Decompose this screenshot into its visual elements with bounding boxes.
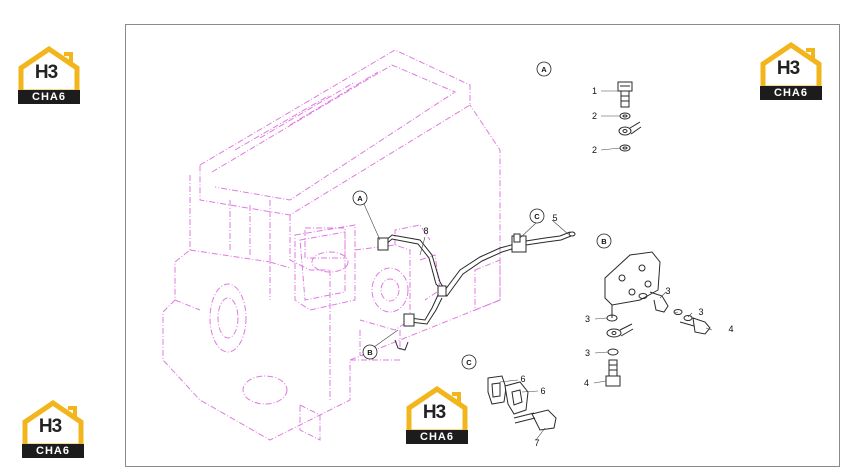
svg-text:B: B <box>601 237 607 246</box>
house-logo-icon <box>760 42 822 88</box>
detail-b-parts <box>604 251 711 387</box>
watermark-logo: H3 CHA6 <box>760 42 822 104</box>
part-label-6: 6 <box>540 386 545 396</box>
fuel-pipe-assembly <box>377 231 576 351</box>
callout-b-detail: B <box>596 233 612 249</box>
svg-text:C: C <box>534 212 540 221</box>
svg-text:B: B <box>367 348 373 357</box>
house-logo-icon <box>22 400 84 446</box>
house-logo-icon <box>406 386 468 432</box>
part-label-3: 3 <box>665 286 670 296</box>
detail-a-parts <box>617 81 642 152</box>
part-label-4: 4 <box>584 378 589 388</box>
leader-lines <box>363 90 713 441</box>
callout-a-top: A <box>536 61 552 77</box>
callout-c-detail: C <box>461 354 477 370</box>
part-label-5: 5 <box>552 213 557 223</box>
part-label-3: 3 <box>585 348 590 358</box>
part-label-6: 6 <box>520 374 525 384</box>
part-label-3: 3 <box>585 314 590 324</box>
svg-text:C: C <box>466 358 472 367</box>
callout-a-engine: A <box>352 190 368 206</box>
callout-b-engine: B <box>362 344 378 360</box>
part-label-3: 3 <box>698 307 703 317</box>
diagram-frame <box>125 24 840 467</box>
part-label-8: 8 <box>423 226 428 236</box>
part-label-2: 2 <box>592 111 597 121</box>
watermark-logo: H3 CHA6 <box>18 46 80 108</box>
svg-text:A: A <box>541 65 547 74</box>
part-label-7: 7 <box>534 438 539 448</box>
part-label-2: 2 <box>592 145 597 155</box>
engine-outline <box>162 49 501 441</box>
watermark-logo: H3 CHA6 <box>22 400 84 462</box>
svg-text:A: A <box>357 194 363 203</box>
watermark-logo: H3 CHA6 <box>406 386 468 448</box>
detail-c-parts <box>487 375 557 431</box>
house-logo-icon <box>18 46 80 92</box>
part-label-4: 4 <box>728 324 733 334</box>
callout-c-pipe: C <box>529 208 545 224</box>
part-label-1: 1 <box>592 86 597 96</box>
